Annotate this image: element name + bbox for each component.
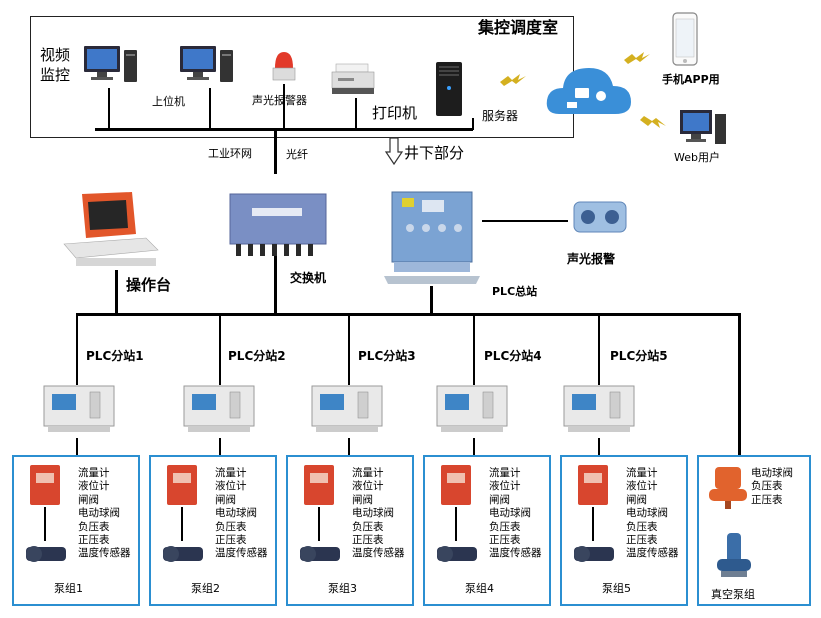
starter-and-pump-icon-3 [300,465,340,562]
vacuum-pump-icon [717,533,751,577]
plc-substation-icon-4 [436,385,508,432]
substation-label-2: PLC分站2 [228,349,286,363]
down-arrow-icon [384,137,404,166]
server-icon [436,62,462,116]
vacuum-pump-box: 电动球阀负压表 正压表 真空泵组 [697,455,811,606]
drop-sub1 [76,313,78,385]
starter-and-pump-icon-5 [574,465,614,562]
bus-drop-video [108,88,110,128]
wireless-icon-server [500,74,526,86]
printer-icon [331,63,375,94]
video-monitor-label-2: 监控 [40,66,71,84]
host-computer-icon [180,46,233,82]
pump-group-box-5: 流量计液位计 闸阀电动球阀 负压表正压表 温度传感器 泵组5 [560,455,688,606]
console-icon [63,192,159,266]
ethernet-label: 工业环网 [208,147,252,160]
plc-substation-icon-3 [311,385,383,432]
starter-and-pump-icon-2 [163,465,203,562]
video-monitor-label-1: 视频 [40,46,71,64]
server-label: 服务器 [482,109,519,123]
plc-main-link [430,286,433,314]
pump-group-label-4: 泵组4 [465,582,494,595]
drop-sub5 [598,313,600,385]
switch-label: 交换机 [290,271,327,285]
control-room-title: 集控调度室 [478,18,559,37]
sensor-list-5: 流量计液位计 闸阀电动球阀 负压表正压表 温度传感器 [626,467,679,560]
fiber-link [274,130,277,174]
pump-group-label-5: 泵组5 [602,582,631,595]
bus-drop-printer [355,98,357,128]
underground-alarm-label: 声光报警 [567,252,616,266]
bus-drop-host [209,88,211,128]
vacuum-sensor-list: 电动球阀负压表 正压表 [751,467,793,506]
sub1-to-pump [76,438,78,455]
sub4-to-pump [473,438,475,455]
cloud-icon [546,68,631,114]
switch-icon [229,193,327,256]
pump-group-label-1: 泵组1 [54,582,83,595]
starter-and-pump-icon-1 [26,465,66,562]
pump-group-box-4: 流量计液位计 闸阀电动球阀 负压表正压表 温度传感器 泵组4 [423,455,551,606]
sensor-list-2: 流量计液位计 闸阀电动球阀 负压表正压表 温度传感器 [215,467,268,560]
pump-group-box-2: 流量计液位计 闸阀电动球阀 负压表正压表 温度传感器 泵组2 [149,455,277,606]
drop-vacuum [738,313,741,455]
alarm-icon [272,52,296,81]
substation-label-4: PLC分站4 [484,349,542,363]
pump-group-label-3: 泵组3 [328,582,357,595]
sub2-to-pump [219,438,221,455]
plc-alarm-link [482,220,568,222]
plc-substation-icon-1 [43,385,115,432]
underground-label: 井下部分 [404,144,465,162]
printer-label: 打印机 [372,104,418,122]
plc-substation-icon-2 [183,385,255,432]
app-user-label: 手机APP用 [662,73,720,86]
console-link [115,270,118,314]
sensor-list-3: 流量计液位计 闸阀电动球阀 负压表正压表 温度传感器 [352,467,405,560]
substation-label-3: PLC分站3 [358,349,416,363]
underground-bus [76,313,740,316]
bus-drop-server [472,118,474,130]
substation-label-1: PLC分站1 [86,349,144,363]
pump-group-box-3: 流量计液位计 闸阀电动球阀 负压表正压表 温度传感器 泵组3 [286,455,414,606]
control-room-frame [30,16,574,138]
drop-sub2 [219,313,221,385]
vacuum-pump-label: 真空泵组 [711,588,755,601]
bus-drop-alarm [283,84,285,128]
web-computer-icon [680,110,726,144]
web-user-label: Web用户 [674,151,720,164]
electric-ball-valve-icon [709,467,747,509]
switch-link [274,256,277,314]
wireless-icon-app [624,52,650,64]
plc-substation-icon-5 [563,385,635,432]
monitor-computer-icon [84,46,137,82]
fiber-label: 光纤 [286,148,308,161]
starter-and-pump-icon-4 [437,465,477,562]
drop-sub3 [348,313,350,385]
underground-alarm-icon [573,201,627,233]
sub3-to-pump [348,438,350,455]
control-room-bus [95,128,473,131]
alarm-label: 声光报警器 [252,94,307,107]
substation-label-5: PLC分站5 [610,349,668,363]
drop-sub4 [473,313,475,385]
smartphone-icon [672,12,698,66]
sensor-list-4: 流量计液位计 闸阀电动球阀 负压表正压表 温度传感器 [489,467,542,560]
host-pc-label: 上位机 [152,95,185,108]
plc-main-label: PLC总站 [492,285,538,298]
console-label: 操作台 [126,276,172,294]
sensor-list-1: 流量计液位计 闸阀电动球阀 负压表正压表 温度传感器 [78,467,131,560]
sub5-to-pump [598,438,600,455]
pump-group-label-2: 泵组2 [191,582,220,595]
plc-main-station-icon [384,191,480,284]
pump-group-box-1: 流量计液位计 闸阀电动球阀 负压表正压表 温度传感器 泵组1 [12,455,140,606]
wireless-icon-web [640,116,666,128]
